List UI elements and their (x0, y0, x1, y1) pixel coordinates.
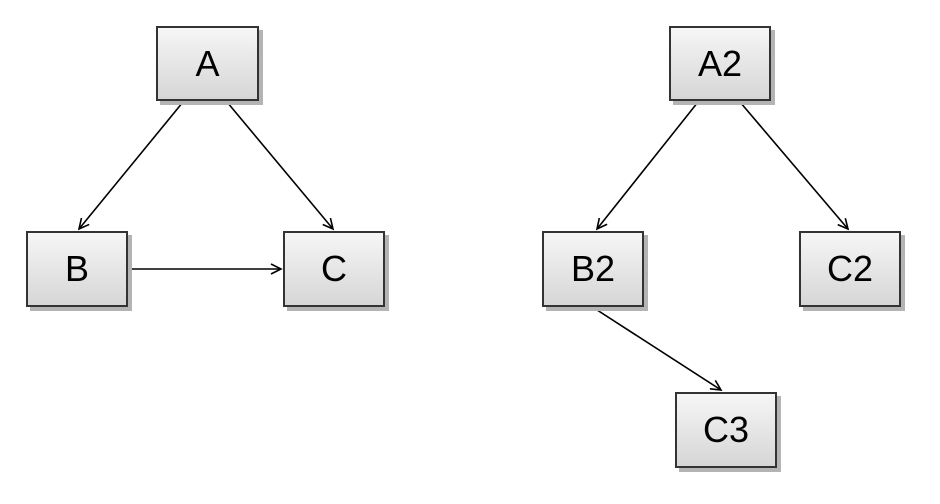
edge-A2-C2 (739, 101, 850, 231)
node-C3[interactable]: C3 (675, 392, 777, 468)
edge-A2-B2 (595, 101, 699, 231)
node-A2[interactable]: A2 (669, 26, 771, 101)
edge-A-C (226, 101, 335, 231)
node-B2[interactable]: B2 (542, 231, 644, 307)
node-B[interactable]: B (26, 231, 128, 307)
edge-B2-C3 (593, 307, 723, 391)
node-label-B: B (64, 248, 89, 289)
node-label-A2: A2 (697, 42, 743, 84)
node-label-C: C (321, 248, 347, 289)
node-label-A: A (195, 42, 220, 84)
edge-A-B (77, 101, 184, 231)
node-C[interactable]: C (283, 231, 385, 307)
node-label-C3: C3 (702, 409, 750, 450)
node-label-C2: C2 (826, 248, 874, 289)
node-C2[interactable]: C2 (799, 231, 901, 307)
node-A[interactable]: A (156, 26, 259, 101)
node-label-B2: B2 (570, 248, 616, 289)
